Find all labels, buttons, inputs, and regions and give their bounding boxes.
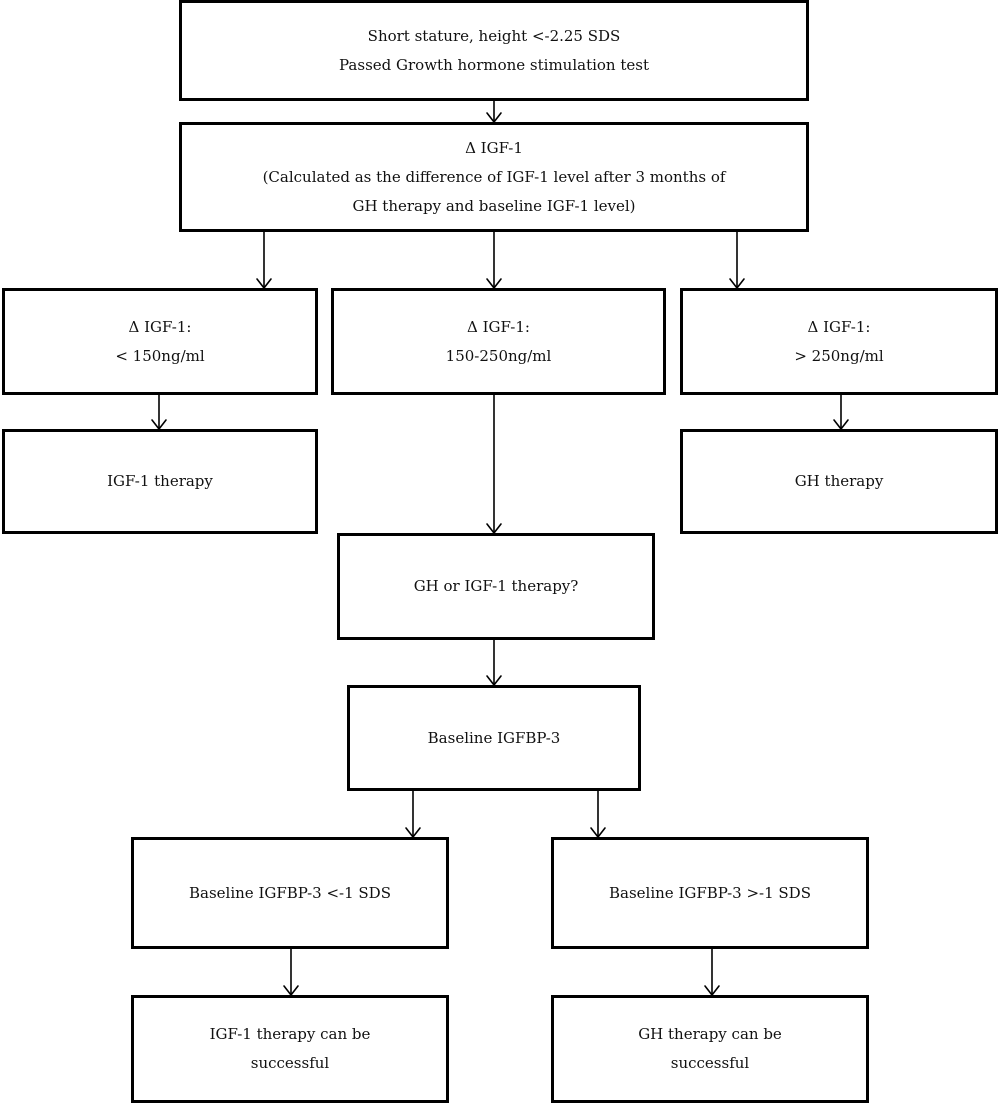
outcome-gh-box: GH therapy can be successful bbox=[551, 995, 869, 1103]
delta-igf1-box: Δ IGF-1 (Calculated as the difference of… bbox=[179, 122, 809, 232]
igfbp3-high-box: Baseline IGFBP-3 >-1 SDS bbox=[551, 837, 869, 949]
start-box: Short stature, height <-2.25 SDS Passed … bbox=[179, 0, 809, 101]
delta-mid-line-1: Δ IGF-1: bbox=[467, 317, 530, 336]
outcome-igf1-line-1: IGF-1 therapy can be bbox=[209, 1025, 371, 1043]
igfbp3-high-label: Baseline IGFBP-3 >-1 SDS bbox=[609, 883, 811, 902]
gh-therapy-box: GH therapy bbox=[680, 429, 998, 534]
igfbp3-low-label: Baseline IGFBP-3 <-1 SDS bbox=[189, 883, 391, 902]
arrow-low-to-igf1-therapy bbox=[151, 394, 167, 430]
outcome-gh-line-2: successful bbox=[670, 1054, 750, 1072]
arrow-igfbp-high-to-outcome bbox=[704, 948, 720, 996]
delta-line-2: (Calculated as the difference of IGF-1 l… bbox=[262, 167, 726, 186]
delta-low-line-1: Δ IGF-1: bbox=[128, 317, 192, 336]
igf1-therapy-label: IGF-1 therapy bbox=[107, 472, 213, 490]
igf1-therapy-box: IGF-1 therapy bbox=[2, 429, 318, 534]
arrow-igfbp-low-to-outcome bbox=[283, 948, 299, 996]
question-label: GH or IGF-1 therapy? bbox=[413, 577, 579, 595]
delta-low-box: Δ IGF-1: < 150ng/ml bbox=[2, 288, 318, 395]
delta-low-line-2: < 150ng/ml bbox=[115, 346, 205, 365]
question-box: GH or IGF-1 therapy? bbox=[337, 533, 655, 640]
delta-high-line-2: > 250ng/ml bbox=[794, 346, 884, 365]
delta-high-box: Δ IGF-1: > 250ng/ml bbox=[680, 288, 998, 395]
arrow-delta-to-low bbox=[256, 231, 272, 289]
arrow-baseline-to-igfbp-high bbox=[590, 790, 606, 838]
arrow-baseline-to-igfbp-low bbox=[405, 790, 421, 838]
arrow-question-to-baseline bbox=[486, 639, 502, 686]
arrow-start-to-delta bbox=[486, 100, 502, 123]
outcome-igf1-line-2: successful bbox=[250, 1054, 330, 1072]
outcome-gh-line-1: GH therapy can be bbox=[638, 1025, 782, 1043]
arrow-high-to-gh-therapy bbox=[833, 394, 849, 430]
baseline-igfbp3-box: Baseline IGFBP-3 bbox=[347, 685, 641, 791]
baseline-label: Baseline IGFBP-3 bbox=[427, 728, 561, 747]
delta-mid-box: Δ IGF-1: 150-250ng/ml bbox=[331, 288, 666, 395]
gh-therapy-label: GH therapy bbox=[794, 472, 884, 490]
delta-line-3: GH therapy and baseline IGF-1 level) bbox=[352, 196, 636, 215]
arrow-delta-to-high bbox=[729, 231, 745, 289]
delta-mid-line-2: 150-250ng/ml bbox=[445, 346, 552, 365]
arrow-mid-to-question bbox=[486, 394, 502, 534]
delta-line-1: Δ IGF-1 bbox=[465, 138, 523, 157]
outcome-igf1-box: IGF-1 therapy can be successful bbox=[131, 995, 449, 1103]
start-line-1: Short stature, height <-2.25 SDS bbox=[367, 26, 621, 45]
arrow-delta-to-mid bbox=[486, 231, 502, 289]
delta-high-line-1: Δ IGF-1: bbox=[807, 317, 871, 336]
igfbp3-low-box: Baseline IGFBP-3 <-1 SDS bbox=[131, 837, 449, 949]
start-line-2: Passed Growth hormone stimulation test bbox=[339, 55, 649, 74]
